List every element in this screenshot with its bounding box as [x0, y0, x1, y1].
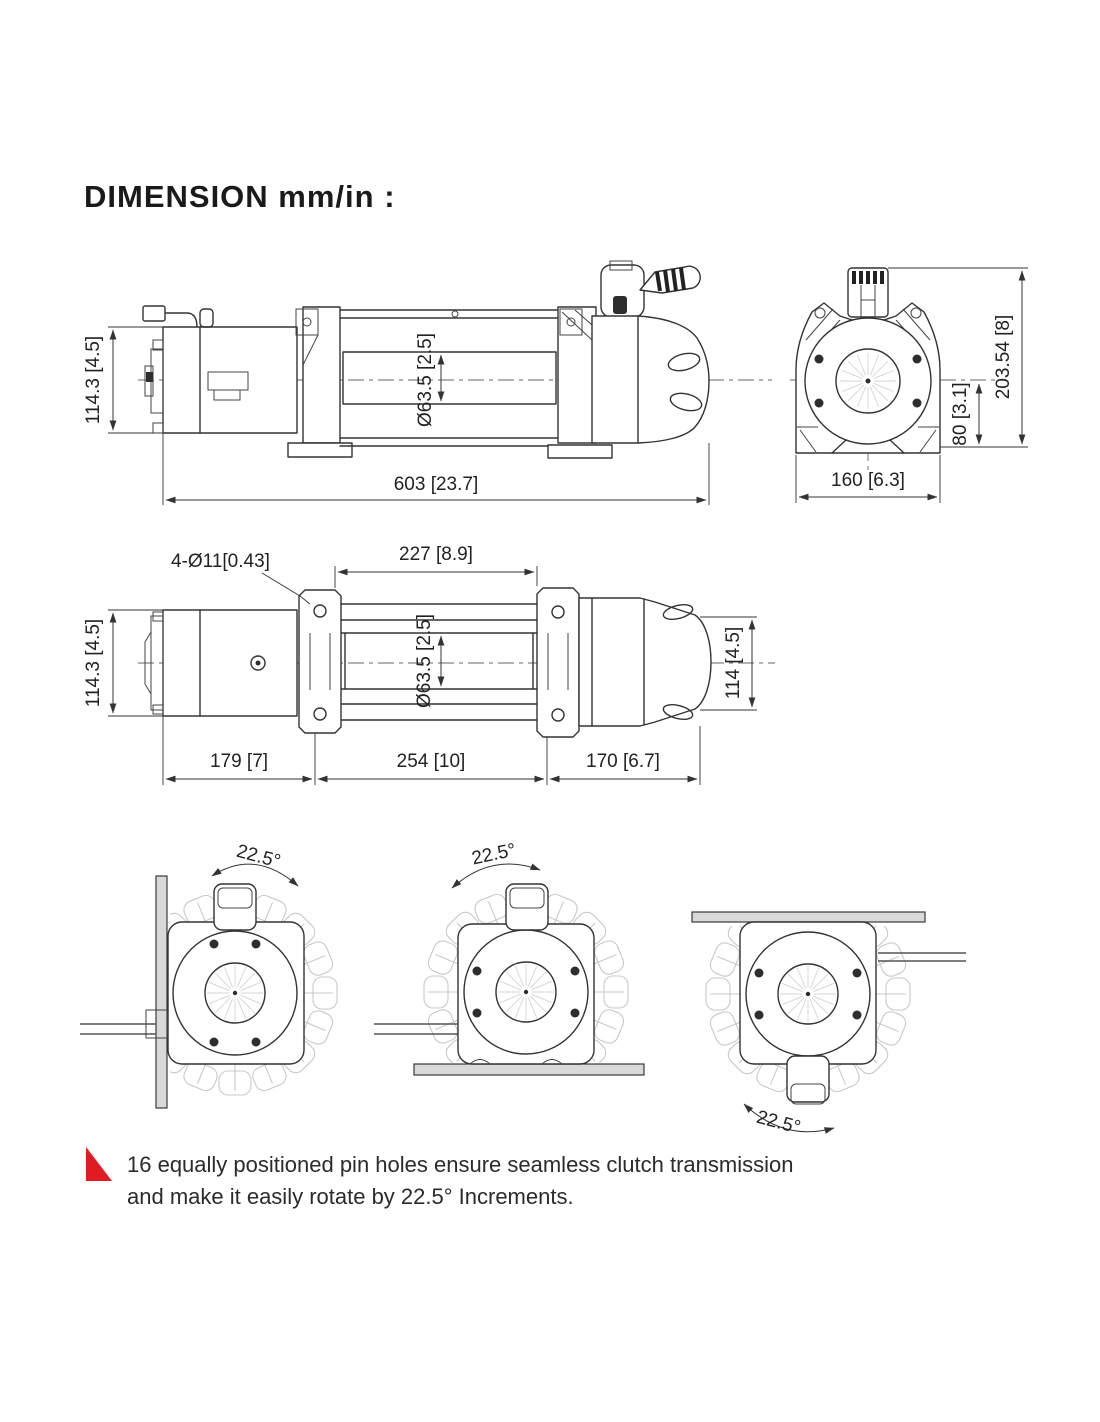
note-line-2: and make it easily rotate by 22.5° Incre…	[127, 1184, 574, 1209]
dim-front-base-center: 80 [3.1]	[950, 382, 971, 445]
angle-label-ceiling: 22.5°	[754, 1107, 802, 1139]
dim-front-height: 203.54 [8]	[993, 315, 1014, 400]
note-line-1: 16 equally positioned pin holes ensure s…	[127, 1152, 793, 1177]
clutch-housing-top	[578, 597, 712, 727]
dim-top-motor-height: 114.3 [4.5]	[83, 619, 104, 707]
winch-rope	[80, 1023, 156, 1035]
angle-label-floor: 22.5°	[470, 840, 518, 870]
clutch-handle	[786, 1055, 830, 1103]
dim-top-tie-bar: 227 [8.9]	[399, 544, 473, 565]
top-view: 4-Ø11[0.43] 227 [8.9] 114.3 [4.5] Ø63.5 …	[83, 544, 775, 785]
ceiling-surface	[691, 911, 926, 923]
rotation-view-floor: 22.5°	[374, 840, 645, 1076]
dim-front-width: 160 [6.3]	[831, 470, 905, 491]
clutch-lever-front	[847, 267, 889, 318]
side-view: 114.3 [4.5] Ø63.5 [2.5] 603 [23.7]	[83, 260, 772, 505]
dim-top-drum-diameter: Ø63.5 [2.5]	[414, 614, 435, 708]
dim-top-motor-length: 179 [7]	[210, 751, 268, 772]
angle-label-wall: 22.5°	[234, 841, 282, 873]
dim-top-housing-length: 170 [6.7]	[586, 751, 660, 772]
rotation-view-ceiling: 22.5°	[691, 911, 966, 1139]
winch-rope	[878, 952, 966, 962]
winch-rope	[374, 1023, 458, 1035]
note-marker-triangle	[86, 1147, 112, 1181]
note-block: 16 equally positioned pin holes ensure s…	[86, 1147, 793, 1209]
dim-side-height: 114.3 [4.5]	[83, 336, 104, 424]
page-title: DIMENSION mm/in :	[84, 179, 396, 214]
label-mount-holes: 4-Ø11[0.43]	[171, 551, 270, 572]
floor-surface	[413, 1063, 645, 1076]
rotation-view-wall: 22.5°	[80, 841, 338, 1109]
front-view: 203.54 [8] 80 [3.1] 160 [6.3]	[790, 267, 1028, 503]
dim-side-length: 603 [23.7]	[394, 474, 479, 495]
dim-top-housing-width: 114 [4.5]	[723, 627, 744, 700]
dim-side-drum-diameter: Ø63.5 [2.5]	[415, 333, 436, 427]
wall-surface	[155, 875, 168, 1109]
dim-top-drum-length: 254 [10]	[397, 751, 466, 772]
clutch-housing-side	[591, 315, 710, 444]
